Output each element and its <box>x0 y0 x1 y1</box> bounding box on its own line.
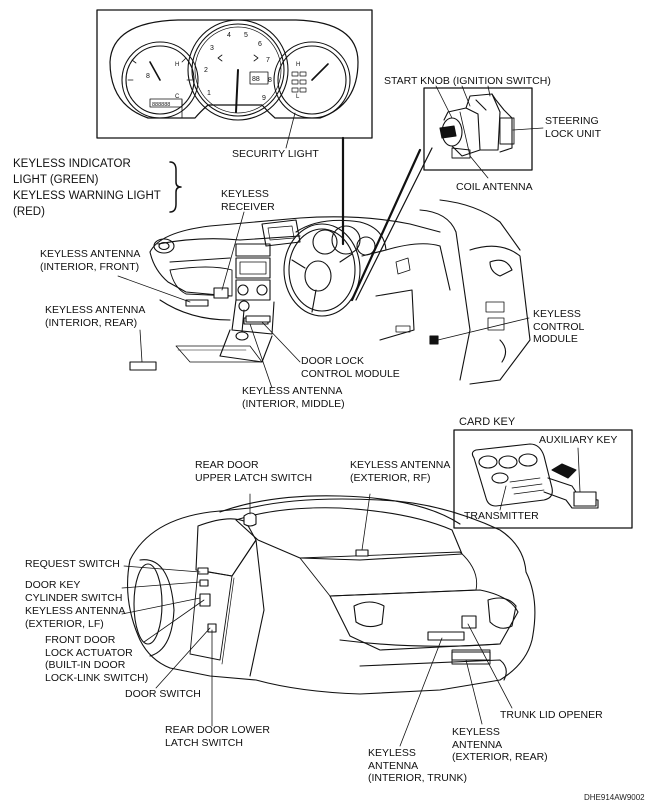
antenna-exterior-rear-label: KEYLESS ANTENNA (EXTERIOR, REAR) <box>452 726 548 763</box>
card-key-label: CARD KEY <box>459 416 516 428</box>
svg-text:9: 9 <box>262 95 266 102</box>
rear-door-upper-latch-label: REAR DOOR UPPER LATCH SWITCH <box>195 459 313 484</box>
door-lock-control-module-label: DOOR LOCK CONTROL MODULE <box>301 355 400 380</box>
antenna-exterior-rf-label: KEYLESS ANTENNA (EXTERIOR, RF) <box>350 459 451 484</box>
antenna-interior-middle-label: KEYLESS ANTENNA (INTERIOR, MIDDLE) <box>242 385 345 410</box>
svg-text:1: 1 <box>207 90 211 97</box>
car-exterior-illustration <box>121 493 536 747</box>
rear-door-lower-latch-label: REAR DOOR LOWER LATCH SWITCH <box>165 724 271 749</box>
svg-text:3: 3 <box>210 45 214 52</box>
svg-text:7: 7 <box>266 57 270 64</box>
door-key-cylinder-label: DOOR KEY CYLINDER SWITCH <box>25 579 123 604</box>
dashboard-illustration <box>117 199 531 389</box>
cluster-inset-frame <box>96 9 373 139</box>
figure-code: DHE914AW9002 <box>584 793 645 802</box>
front-door-lock-actuator-label: FRONT DOOR LOCK ACTUATOR (BUILT-IN DOOR … <box>45 634 149 684</box>
request-switch-label: REQUEST SWITCH <box>25 558 120 570</box>
antenna-interior-front-label: KEYLESS ANTENNA (INTERIOR, FRONT) <box>40 248 141 273</box>
svg-text:8: 8 <box>146 73 150 80</box>
svg-text:H: H <box>175 62 179 68</box>
antenna-interior-rear-label: KEYLESS ANTENNA (INTERIOR, REAR) <box>45 304 146 329</box>
coil-antenna-label: COIL ANTENNA <box>456 181 533 193</box>
svg-text:5: 5 <box>244 32 248 39</box>
trunk-lid-opener-label: TRUNK LID OPENER <box>500 709 603 721</box>
keyless-control-module-label: KEYLESS CONTROL MODULE <box>533 308 585 345</box>
keyless-indicator-label: KEYLESS INDICATOR LIGHT (GREEN) KEYLESS … <box>13 158 161 218</box>
svg-text:88: 88 <box>252 76 260 83</box>
start-knob-inset <box>423 85 544 179</box>
svg-text:4: 4 <box>227 32 231 39</box>
instrument-cluster: 8 H C 888888 1 2 3 4 5 6 7 8 9 88 H L <box>96 9 373 149</box>
svg-text:2: 2 <box>204 67 208 74</box>
svg-text:6: 6 <box>258 41 262 48</box>
steering-lock-unit-label: STEERING LOCK UNIT <box>545 115 602 140</box>
svg-text:8: 8 <box>268 77 272 84</box>
indicator-bracket <box>169 161 182 213</box>
auxiliary-key-label: AUXILIARY KEY <box>539 434 618 446</box>
start-knob-label: START KNOB (IGNITION SWITCH) <box>384 75 551 87</box>
card-key-inset <box>453 429 633 529</box>
antenna-interior-trunk-label: KEYLESS ANTENNA (INTERIOR, TRUNK) <box>368 747 467 784</box>
svg-text:H: H <box>296 62 300 68</box>
security-light-label: SECURITY LIGHT <box>232 148 319 160</box>
door-switch-label: DOOR SWITCH <box>125 688 201 700</box>
svg-text:L: L <box>296 94 300 100</box>
svg-text:C: C <box>175 94 180 100</box>
keyless-receiver-label: KEYLESS RECEIVER <box>221 188 275 213</box>
antenna-exterior-lf-label: KEYLESS ANTENNA (EXTERIOR, LF) <box>25 605 126 630</box>
transmitter-label: TRANSMITTER <box>464 510 539 522</box>
svg-text:888888: 888888 <box>152 102 170 108</box>
